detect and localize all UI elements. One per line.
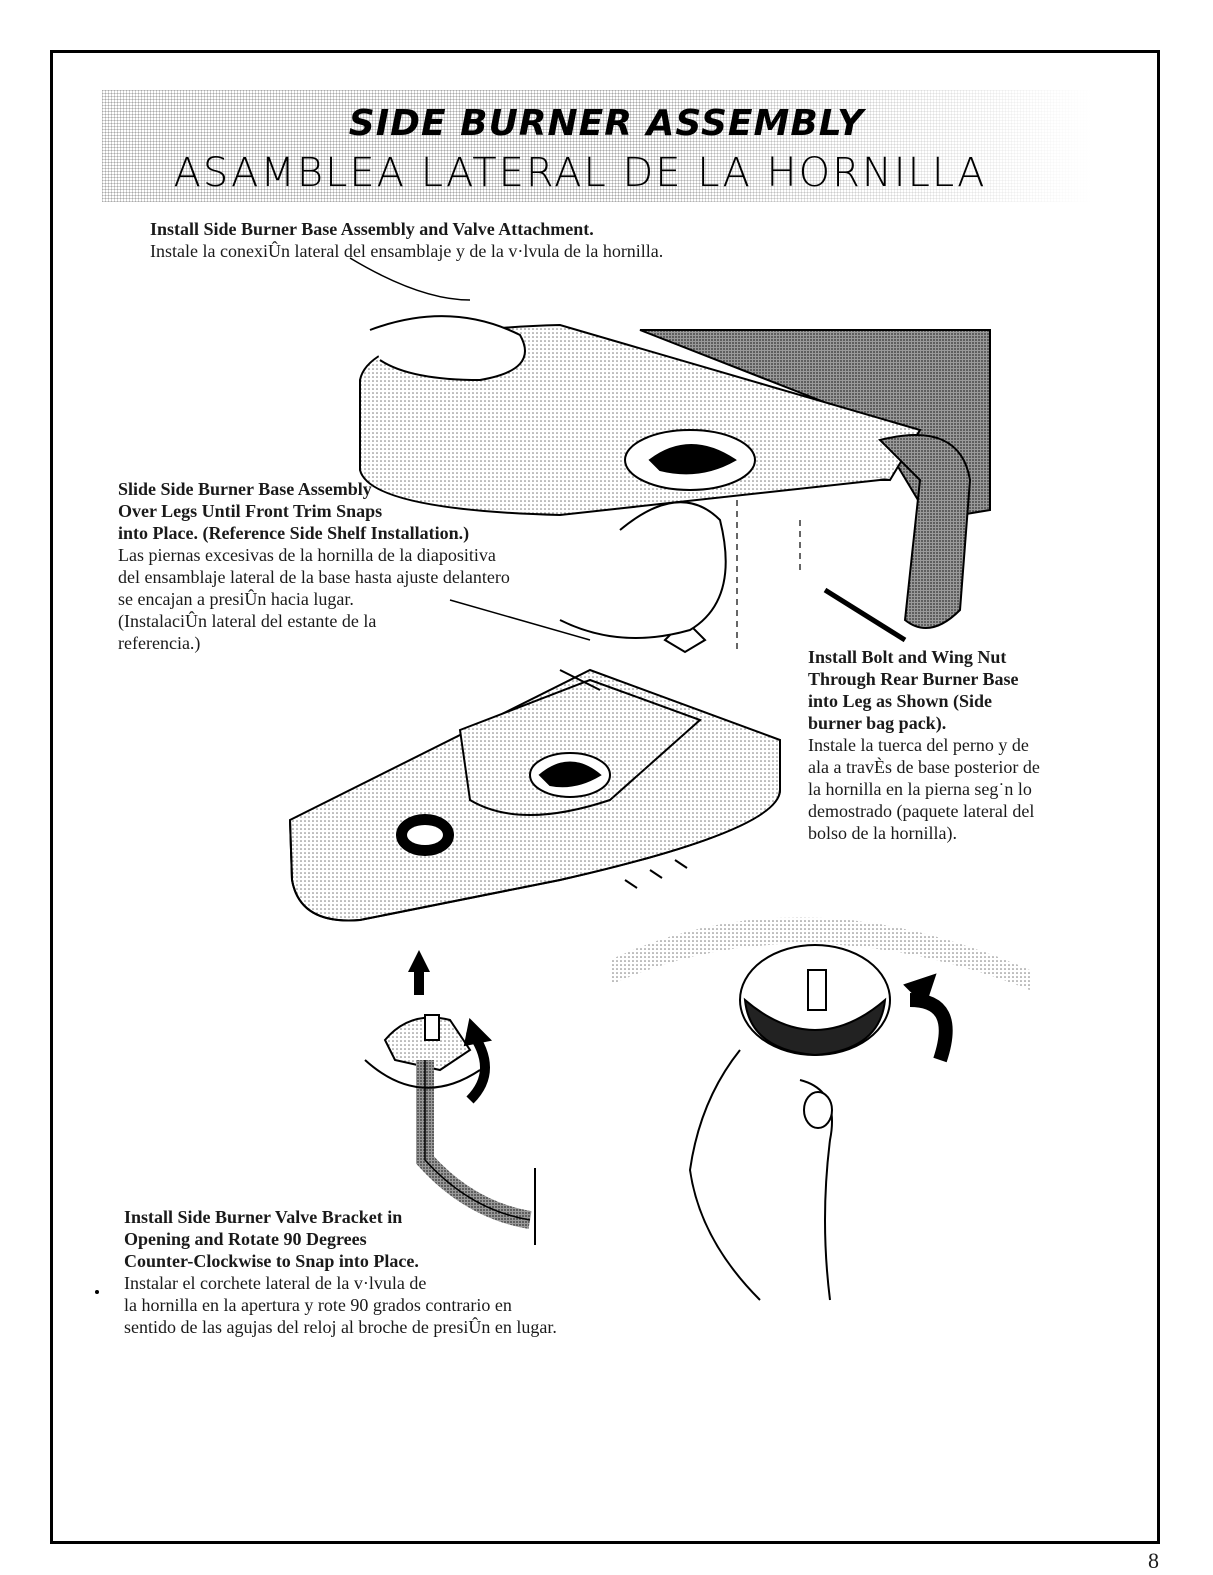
step-bolt-es-line: bolso de la hornilla).: [808, 823, 957, 843]
rotate-ccw-arrow-icon: [909, 993, 953, 1063]
step-bolt-es-line: Instale la tuerca del perno y de: [808, 735, 1029, 755]
step-slide-es-line: del ensamblaje lateral de la base hasta …: [118, 567, 510, 587]
step-slide-en-line: Over Legs Until Front Trim Snaps: [118, 501, 383, 521]
step-bolt-en-line: Through Rear Burner Base: [808, 669, 1019, 689]
header-instruction-en: Install Side Burner Base Assembly and Va…: [150, 219, 594, 239]
base-underside: [610, 917, 1030, 990]
step-slide-en-line: Slide Side Burner Base Assembly: [118, 479, 372, 499]
arrowhead-icon: [903, 973, 937, 1007]
step-bolt-en-line: burner bag pack).: [808, 713, 947, 733]
burner-hole-icon: [538, 761, 602, 788]
gas-tube-outline: [424, 1060, 531, 1221]
valve-bracket-illustration: [364, 1014, 536, 1245]
bolt-icon: [823, 587, 907, 643]
page-border: [50, 50, 1160, 1544]
ring-shadow: [743, 997, 887, 1057]
valve-stem: [424, 1014, 440, 1041]
step-valve-bracket: Install Side Burner Valve Bracket in Ope…: [124, 1206, 684, 1338]
step-bolt-es-line: ala a travÈs de base posterior de: [808, 757, 1040, 777]
hand-icon: [369, 315, 526, 382]
burner-hole-icon: [648, 444, 737, 475]
step-valve-es-line: sentido de las agujas del reloj al broch…: [124, 1317, 557, 1337]
hand-holding-icon: [559, 501, 727, 639]
burner-base-front: [359, 380, 890, 517]
arrowhead-icon: [463, 1017, 493, 1047]
leader-line: [349, 257, 471, 301]
title-spanish: ASAMBLEA LATERAL DE LA HORNILLA: [173, 150, 987, 196]
title-english: SIDE BURNER ASSEMBLY: [348, 103, 865, 144]
base-slide-illustration: [358, 315, 991, 654]
knob-tabs: [624, 859, 688, 889]
valve-rotate-illustration: [610, 917, 1030, 1301]
header-instruction-es: Instale la conexiÛn lateral del ensambla…: [150, 241, 664, 261]
step-slide-es-line: (InstalaciÛn lateral del estante de la: [118, 611, 377, 631]
step-valve-es-line: la hornilla en la apertura y rote 90 gra…: [124, 1295, 512, 1315]
burner-base-illustration: [288, 668, 781, 922]
front-trim: [559, 669, 601, 691]
base-outline: [289, 740, 781, 922]
step-valve-es-line: Instalar el corchete lateral de la v·lvu…: [124, 1273, 427, 1293]
hand-outline: [688, 1049, 761, 1301]
step-slide-es-line: Las piernas excesivas de la hornilla de …: [118, 545, 496, 565]
valve-stem: [807, 969, 827, 1011]
grill-leg: [878, 434, 972, 629]
step-install-bolt: Install Bolt and Wing Nut Through Rear B…: [808, 646, 1108, 844]
step-bolt-en-line: into Leg as Shown (Side: [808, 691, 993, 711]
title-banner: [102, 90, 1092, 202]
step-valve-en-line: Counter-Clockwise to Snap into Place.: [124, 1251, 419, 1271]
step-valve-en-line: Opening and Rotate 90 Degrees: [124, 1229, 367, 1249]
step-slide-en-line: into Place. (Reference Side Shelf Instal…: [118, 523, 470, 543]
thumb-icon: [803, 1091, 833, 1129]
burner-tray: [458, 678, 702, 816]
step-slide-base: Slide Side Burner Base Assembly Over Leg…: [118, 478, 618, 654]
step-valve-en-line: Install Side Burner Valve Bracket in: [124, 1207, 403, 1227]
rotation-arc: [364, 1059, 481, 1089]
step-slide-es-line: referencia.): [118, 633, 201, 653]
bullet-mark: [95, 1290, 99, 1294]
step-bolt-es-line: demostrado (paquete lateral del: [808, 801, 1035, 821]
arrow-up-icon: [408, 950, 430, 995]
leader-line: [449, 599, 591, 641]
page-number: 8: [1148, 1548, 1159, 1573]
step-bolt-es-line: la hornilla en la pierna seg˙n lo: [808, 779, 1032, 799]
step-bolt-en-line: Install Bolt and Wing Nut: [808, 647, 1007, 667]
step-slide-es-line: se encajan a presiÛn hacia lugar.: [118, 589, 354, 609]
